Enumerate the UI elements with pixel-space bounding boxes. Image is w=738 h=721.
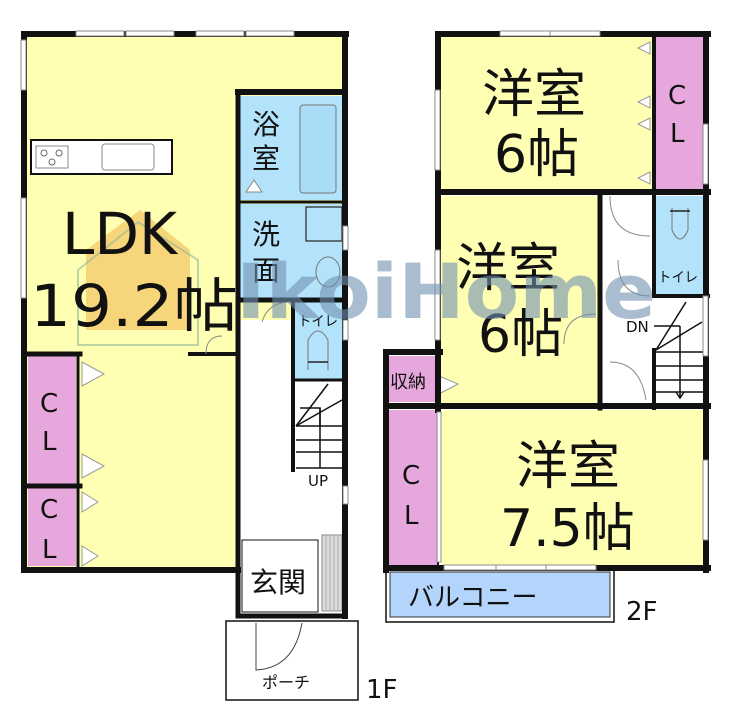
stairs-2f-label: DN <box>626 318 649 336</box>
washroom-label-1: 洗 <box>252 218 280 251</box>
floor-1-label: 1F <box>366 675 398 705</box>
closet-2f-top-l: L <box>670 119 685 149</box>
room-2f-2 <box>440 196 598 404</box>
stairs-1f <box>295 383 343 469</box>
floor-2 <box>383 30 711 623</box>
closet-2f-left <box>389 410 437 566</box>
room-2f-3-size: 7.5帖 <box>500 499 635 559</box>
toilet-2f <box>656 196 704 296</box>
watermark-house-icon <box>77 210 199 346</box>
bath-label-1: 浴 <box>252 108 280 141</box>
floor-2-label: 2F <box>626 597 658 627</box>
floor-1 <box>20 30 359 701</box>
watermark-text: IkoiHome <box>236 247 656 336</box>
closet-1f-b <box>28 488 76 566</box>
room-2f-2-name: 洋室 <box>456 239 560 299</box>
room-2f-1 <box>440 36 652 190</box>
porch <box>225 620 359 701</box>
closet-2f-left-l: L <box>404 501 419 531</box>
closet-1f-a-c: C <box>40 389 58 419</box>
stairs-2f <box>654 301 706 400</box>
closet-1f-a-l: L <box>42 427 57 457</box>
ldk-size: 19.2帖 <box>30 272 238 340</box>
room-2f-1-name: 洋室 <box>482 65 586 125</box>
closet-1f-a <box>28 356 76 484</box>
storage-2f <box>389 356 437 402</box>
closet-2f-top-c: C <box>668 81 686 111</box>
entrance-label: 玄関 <box>250 566 306 599</box>
closet-2f-top <box>656 36 704 190</box>
room-2f-3 <box>442 410 706 566</box>
toilet-1f <box>294 302 342 380</box>
porch-label: ポーチ <box>262 673 310 692</box>
ldk-name: LDK <box>62 200 179 268</box>
toilet-1f-label: トイレ <box>298 314 338 330</box>
stairs-1f-label: UP <box>308 472 328 490</box>
closet-2f-left-c: C <box>402 461 420 491</box>
room-2f-3-name: 洋室 <box>516 437 620 497</box>
closet-1f-b-l: L <box>42 535 57 565</box>
room-2f-2-size: 6帖 <box>478 305 563 365</box>
storage-label: 収納 <box>390 372 426 393</box>
entrance <box>241 539 319 613</box>
balcony-label: バルコニー <box>408 583 537 613</box>
room-2f-1-size: 6帖 <box>494 125 579 185</box>
washroom-label-2: 面 <box>252 254 280 287</box>
closet-1f-b-c: C <box>40 495 58 525</box>
toilet-2f-label: トイレ <box>658 270 698 286</box>
bath-label-2: 室 <box>252 142 280 175</box>
